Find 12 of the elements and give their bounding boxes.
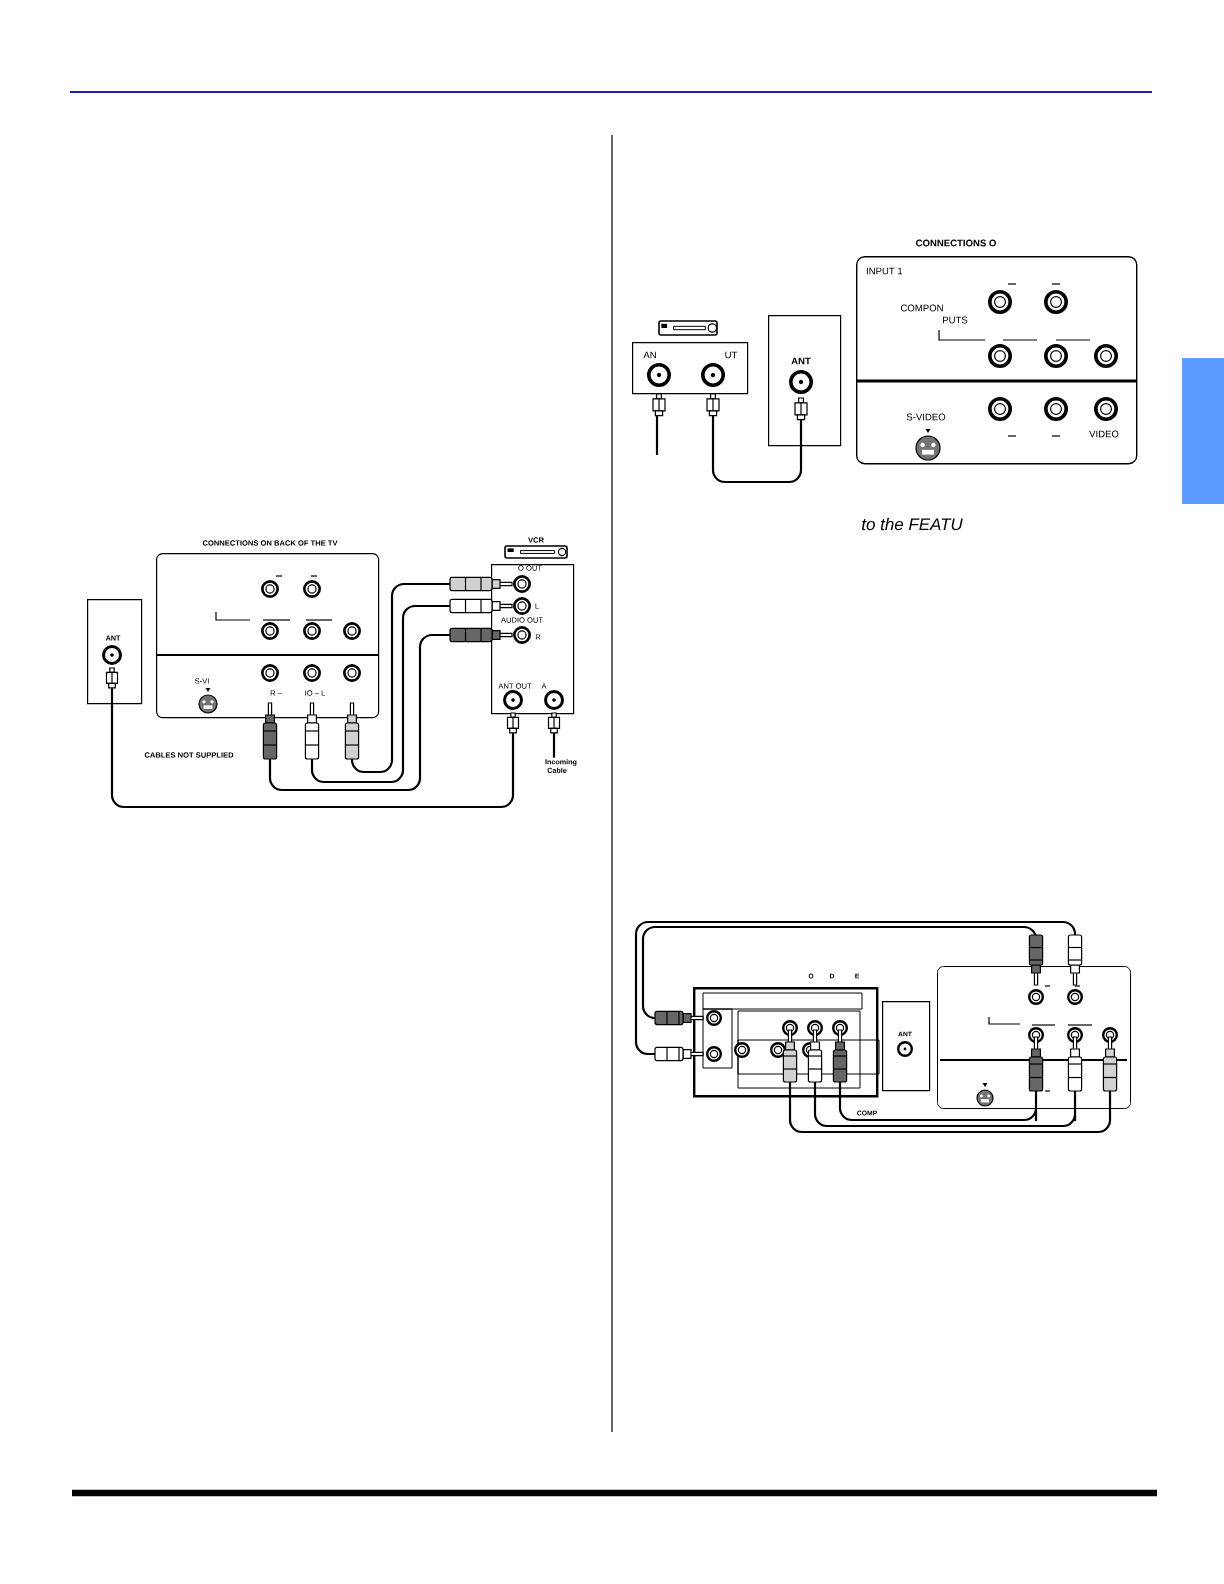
receiver-box xyxy=(693,987,880,1098)
jack-label: UT xyxy=(725,351,738,359)
jack-label: COMPON xyxy=(901,304,943,312)
jack-label: PUTS xyxy=(943,316,968,324)
jack-label: ANT xyxy=(791,357,811,365)
caption-text: to the FEATU xyxy=(862,517,963,531)
jack-label: VIDEO xyxy=(1089,430,1119,438)
jack-label: S-VIDEO xyxy=(906,413,946,421)
panel-heading: CONNECTIONS O xyxy=(916,239,996,247)
connection-panel xyxy=(937,966,1131,1109)
jack-label: AN xyxy=(643,351,656,359)
jack-label: INPUT 1 xyxy=(866,267,903,275)
